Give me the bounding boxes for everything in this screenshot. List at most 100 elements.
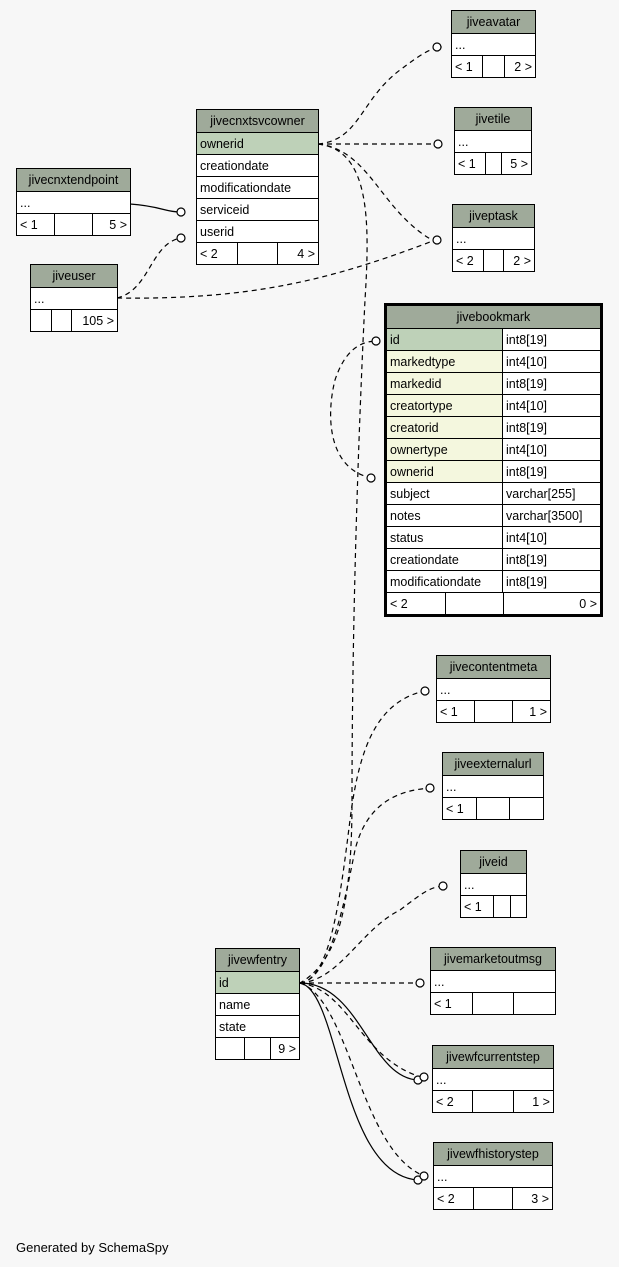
parents-count[interactable]: < 1 (455, 60, 473, 74)
table-jivewfcurrentstep[interactable]: jivewfcurrentstep ... < 2 1 > (432, 1045, 554, 1113)
children-count[interactable]: 105 > (71, 310, 117, 331)
children-count[interactable]: 2 > (503, 250, 534, 271)
table-title[interactable]: jivecnxtsvcowner (197, 110, 318, 132)
table-jiveexternalurl[interactable]: jiveexternalurl ... < 1 (442, 752, 544, 820)
table-jiveuser[interactable]: jiveuser ... 105 > (30, 264, 118, 332)
table-jiveptask[interactable]: jiveptask ... < 2 2 > (452, 204, 535, 272)
column-row: creationdate int8[19] (387, 548, 600, 570)
column-row: ... (455, 130, 531, 152)
table-title[interactable]: jivetile (455, 108, 531, 130)
table-jivewfhistorystep[interactable]: jivewfhistorystep ... < 2 3 > (433, 1142, 553, 1210)
counts-row: < 2 3 > (434, 1187, 552, 1209)
children-count[interactable]: 2 > (504, 56, 535, 77)
table-title[interactable]: jiveid (461, 851, 526, 873)
children-count[interactable]: 5 > (500, 153, 532, 174)
column-name: ownerid (387, 461, 503, 482)
column-name: markedtype (387, 351, 503, 372)
table-title[interactable]: jivecnxtendpoint (17, 169, 130, 191)
counts-row: < 1 (443, 797, 543, 819)
column-row: ... (461, 873, 526, 895)
column-row: ... (437, 678, 550, 700)
children-count[interactable]: 3 > (512, 1188, 552, 1209)
column-row: modificationdate (197, 176, 318, 198)
children-count[interactable]: 1 > (512, 701, 550, 722)
counts-row: < 2 2 > (453, 249, 534, 271)
table-jivemarketoutmsg[interactable]: jivemarketoutmsg ... < 1 (430, 947, 556, 1015)
column-row: markedid int8[19] (387, 372, 600, 394)
table-title[interactable]: jiveexternalurl (443, 753, 543, 775)
column-type: varchar[3500] (506, 509, 583, 523)
crowfoot-markers (176, 42, 448, 1185)
table-title[interactable]: jivewfcurrentstep (433, 1046, 553, 1068)
column-row: creatorid int8[19] (387, 416, 600, 438)
middle-count (54, 214, 92, 235)
column-name: creationdate (387, 549, 503, 570)
middle-count (236, 243, 278, 264)
table-title[interactable]: jivebookmark (387, 306, 600, 328)
counts-row: < 1 2 > (452, 55, 535, 77)
children-count[interactable]: 1 > (512, 1091, 553, 1112)
table-jivecnxtsvcowner[interactable]: jivecnxtsvcowner ownerid creationdate mo… (196, 109, 319, 265)
edge-owner-ptask (317, 143, 433, 241)
table-jivetile[interactable]: jivetile ... < 1 5 > (454, 107, 532, 175)
parents-count[interactable]: < 1 (446, 802, 464, 816)
parents-count[interactable]: < 2 (390, 597, 408, 611)
table-jivebookmark[interactable]: jivebookmark id int8[19] markedtype int4… (384, 303, 603, 617)
parents-count[interactable]: < 1 (434, 997, 452, 1011)
table-title[interactable]: jiveptask (453, 205, 534, 227)
column-type: int4[10] (506, 399, 548, 413)
column-row: subject varchar[255] (387, 482, 600, 504)
column-type: int8[19] (506, 575, 548, 589)
parents-count[interactable] (31, 310, 51, 331)
children-count[interactable]: 9 > (270, 1038, 299, 1059)
table-jivecnxtendpoint[interactable]: jivecnxtendpoint ... < 1 5 > (16, 168, 131, 236)
parents-count[interactable]: < 2 (436, 1095, 454, 1109)
table-jivecontentmeta[interactable]: jivecontentmeta ... < 1 1 > (436, 655, 551, 723)
children-count[interactable]: 0 > (503, 593, 600, 614)
column-name: markedid (387, 373, 503, 394)
column-name: id (387, 329, 503, 350)
counts-row: < 1 1 > (437, 700, 550, 722)
column-row: ownerid int8[19] (387, 460, 600, 482)
column-name: creatorid (387, 417, 503, 438)
column-row: ... (434, 1165, 552, 1187)
column-row: state (216, 1015, 299, 1037)
column-row: ... (452, 33, 535, 55)
counts-row: < 2 1 > (433, 1090, 553, 1112)
parents-count[interactable]: < 2 (200, 247, 218, 261)
parents-count[interactable]: < 2 (437, 1192, 455, 1206)
table-jiveid[interactable]: jiveid ... < 1 (460, 850, 527, 918)
counts-row: < 1 5 > (455, 152, 531, 174)
children-count[interactable] (513, 993, 555, 1014)
column-type: int8[19] (506, 333, 548, 347)
table-jivewfentry[interactable]: jivewfentry id name state 9 > (215, 948, 300, 1060)
parents-count[interactable]: < 1 (440, 705, 458, 719)
column-type: int8[19] (506, 465, 548, 479)
counts-row: < 2 4 > (197, 242, 318, 264)
table-title[interactable]: jivecontentmeta (437, 656, 550, 678)
parents-count[interactable]: < 2 (456, 254, 474, 268)
column-row: ... (453, 227, 534, 249)
parents-count[interactable]: < 1 (458, 157, 476, 171)
table-title[interactable]: jivewfhistorystep (434, 1143, 552, 1165)
table-title[interactable]: jiveavatar (452, 11, 535, 33)
children-count[interactable] (509, 896, 527, 917)
table-title[interactable]: jiveuser (31, 265, 117, 287)
edge-wfentry-contentmeta (299, 689, 429, 984)
column-name: subject (387, 483, 503, 504)
column-name: creatortype (387, 395, 503, 416)
children-count[interactable]: 4 > (277, 243, 318, 264)
column-type: int8[19] (506, 553, 548, 567)
table-title[interactable]: jivemarketoutmsg (431, 948, 555, 970)
edge-wfentry-jiveid (299, 885, 446, 984)
column-row: ... (431, 970, 555, 992)
children-count[interactable]: 5 > (92, 214, 130, 235)
table-title[interactable]: jivewfentry (216, 949, 299, 971)
counts-row: 105 > (31, 309, 117, 331)
parents-count[interactable]: < 1 (464, 900, 482, 914)
children-count[interactable] (509, 798, 543, 819)
table-jiveavatar[interactable]: jiveavatar ... < 1 2 > (451, 10, 536, 78)
column-row: notes varchar[3500] (387, 504, 600, 526)
parents-count[interactable] (216, 1038, 244, 1059)
parents-count[interactable]: < 1 (20, 218, 38, 232)
